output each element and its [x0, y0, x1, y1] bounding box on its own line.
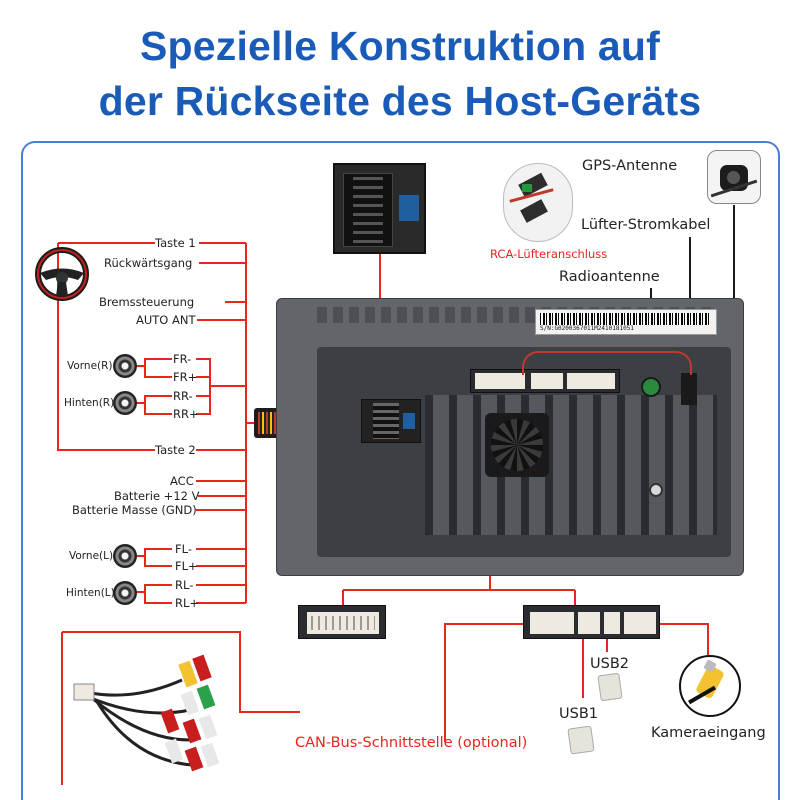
label-fl-minus: FL-: [175, 542, 192, 556]
label-batterie-12v: Batterie +12 V: [114, 489, 200, 503]
label-rueckwaertsgang: Rückwärtsgang: [104, 256, 193, 270]
label-rl-minus: RL-: [175, 578, 194, 592]
speaker-icon: [113, 354, 137, 378]
label-hinten-r: Hinten(R): [64, 397, 115, 409]
speaker-icon: [113, 391, 137, 415]
usb2-plug-icon: [597, 672, 623, 702]
label-rl-plus: RL+: [175, 596, 200, 610]
label-vorne-l: Vorne(L): [69, 550, 114, 562]
diagram-frame: [21, 141, 780, 800]
camera-rca-icon: [679, 655, 741, 717]
page-title-line-1: Spezielle Konstruktion auf: [139, 23, 661, 69]
label-vorne-r: Vorne(R): [67, 360, 113, 372]
label-gps-antenne: GPS-Antenne: [582, 158, 678, 174]
label-rca-luefteranschluss: RCA-Lüfteranschluss: [490, 247, 608, 261]
rca-harness-image: [72, 640, 242, 790]
label-usb1: USB1: [559, 706, 598, 722]
label-fr-plus: FR+: [173, 370, 198, 384]
label-fl-plus: FL+: [175, 559, 198, 573]
steering-wheel-icon: [34, 246, 90, 302]
label-radioantenne: Radioantenne: [559, 269, 660, 285]
label-can-bus: CAN-Bus-Schnittstelle (optional): [295, 735, 528, 751]
head-unit-back-image: S/N:G0200367011M2410181051: [276, 298, 744, 576]
iso-connector-image: [333, 163, 426, 254]
label-taste2: Taste 2: [155, 443, 196, 457]
label-usb2: USB2: [590, 656, 629, 672]
usb1-plug-icon: [567, 725, 595, 755]
label-rr-minus: RR-: [173, 389, 193, 403]
speaker-icon: [113, 544, 137, 568]
label-bremssteuerung: Bremssteuerung: [99, 295, 195, 309]
rca-fan-connector-image: [503, 163, 573, 242]
gps-antenna-icon: [707, 150, 761, 204]
label-acc: ACC: [170, 474, 194, 488]
label-rr-plus: RR+: [173, 407, 199, 421]
label-batterie-gnd: Batterie Masse (GND): [72, 503, 197, 517]
serial-number: S/N:G0200367011M2410181051: [540, 325, 634, 332]
bottom-connector-right: [523, 605, 660, 639]
speaker-icon: [113, 581, 137, 605]
label-fr-minus: FR-: [173, 352, 192, 366]
bottom-connector-left: [298, 605, 386, 639]
label-auto-ant: AUTO ANT: [136, 313, 196, 327]
label-luefter-stromkabel: Lüfter-Stromkabel: [581, 217, 711, 233]
label-taste1: Taste 1: [155, 236, 196, 250]
label-kameraeingang: Kameraeingang: [651, 725, 766, 741]
label-hinten-l: Hinten(L): [66, 587, 115, 599]
page-title-line-2: der Rückseite des Host-Geräts: [98, 78, 702, 124]
